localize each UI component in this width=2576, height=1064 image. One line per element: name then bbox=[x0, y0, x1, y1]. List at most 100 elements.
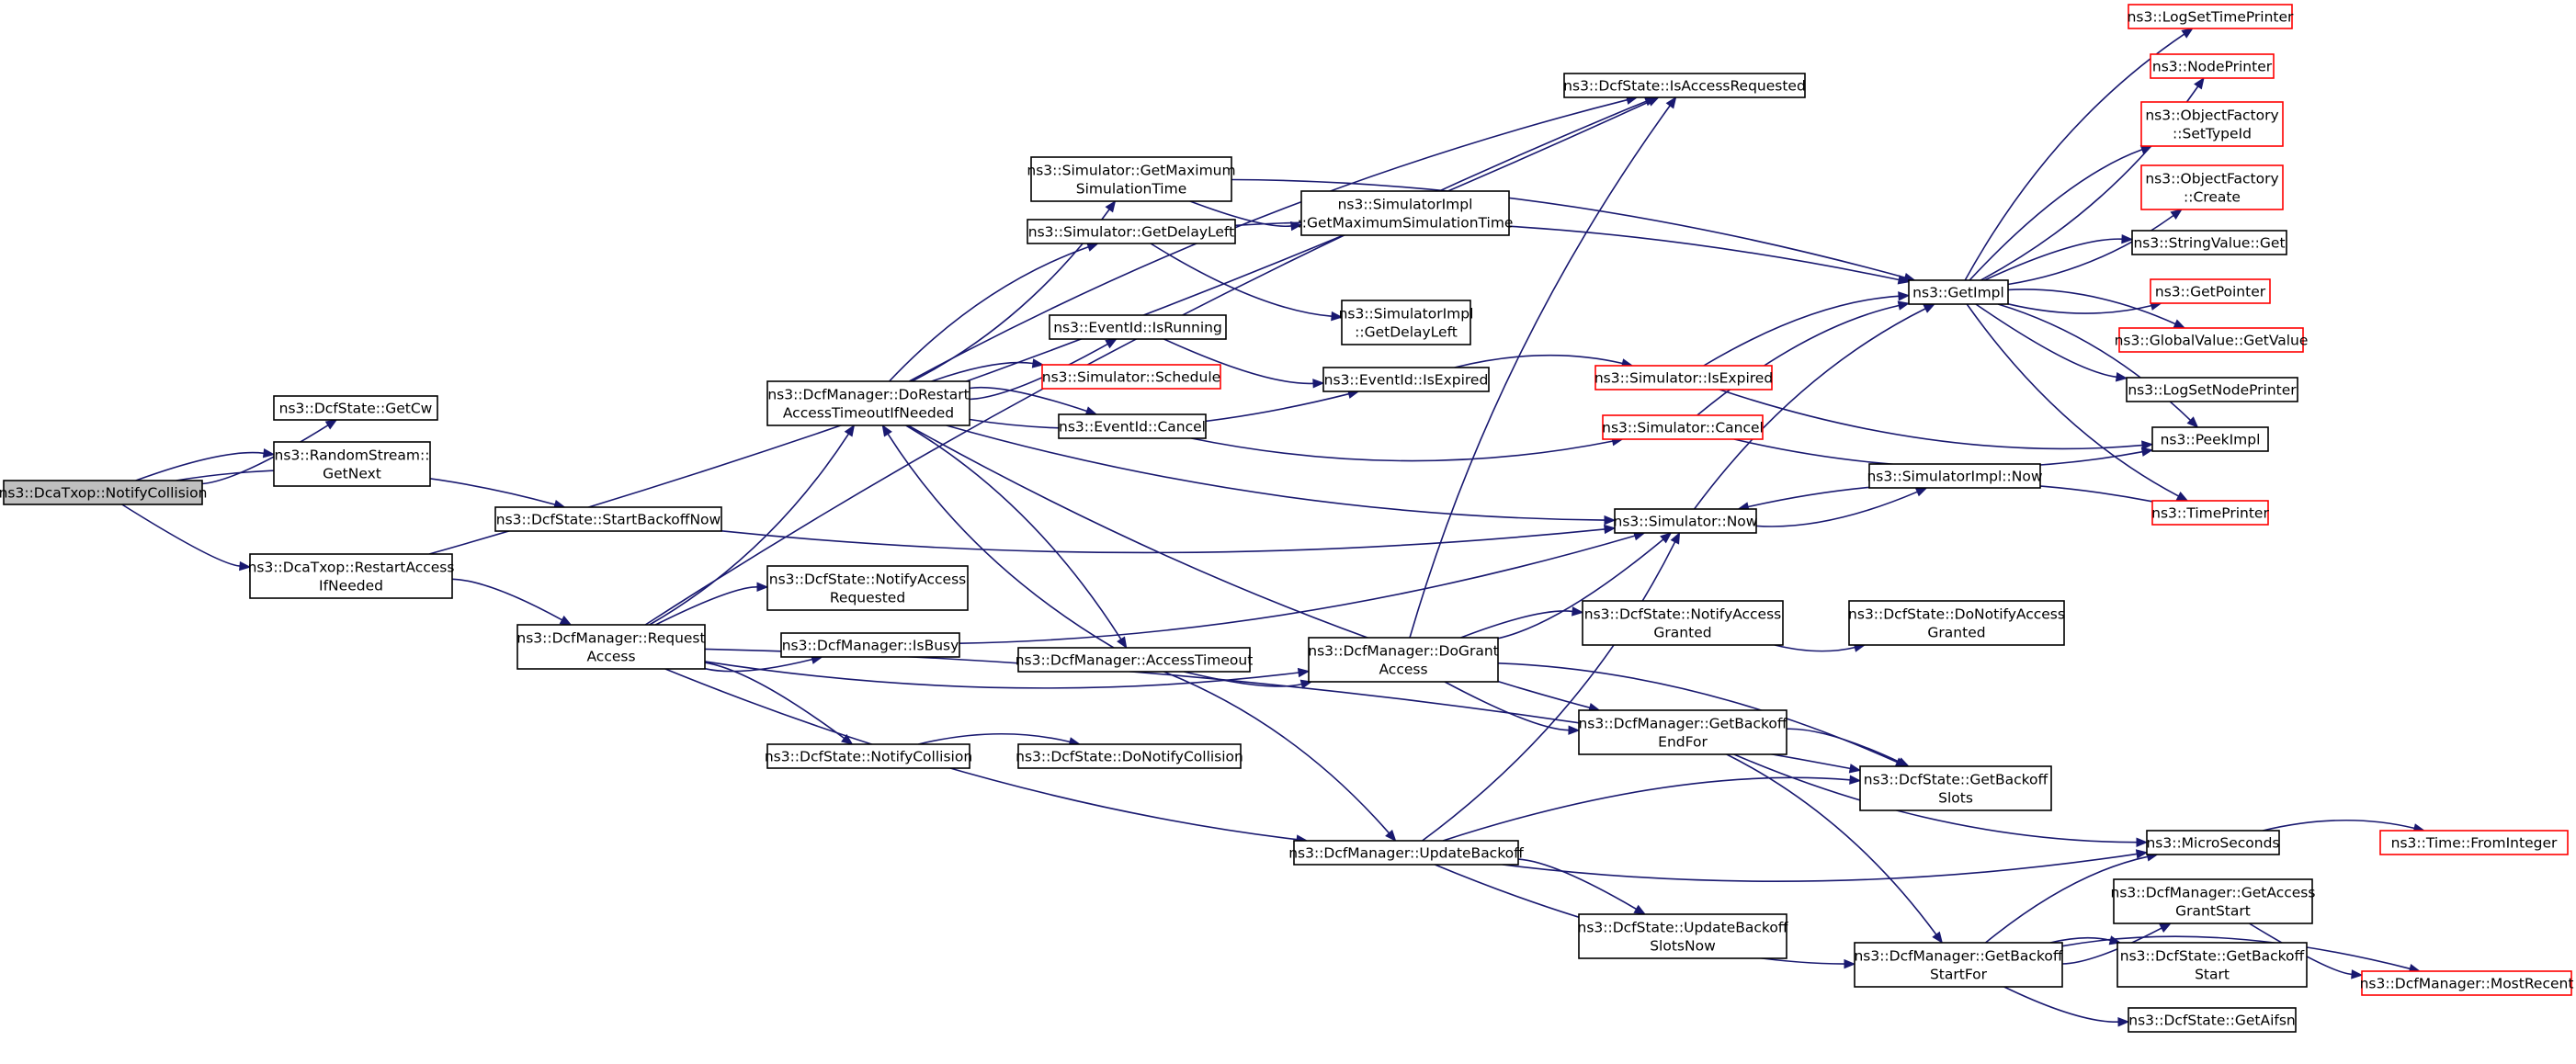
node-sim-getmax[interactable]: ns3::Simulator::GetMaximumSimulationTime bbox=[1027, 156, 1236, 202]
node-box bbox=[1017, 647, 1251, 673]
edge-eid-cancel-to-sim-cancel bbox=[1191, 436, 1624, 462]
node-nodeprinter[interactable]: ns3::NodePrinter bbox=[2150, 53, 2275, 79]
node-label: ns3::DcfState::GetAifsn bbox=[2128, 1013, 2295, 1029]
node-simimpl-now[interactable]: ns3::SimulatorImpl::Now bbox=[1867, 463, 2043, 489]
node-label: ns3::DcfState::NotifyCollision bbox=[765, 749, 972, 765]
edge-line bbox=[721, 528, 1606, 554]
node-label: ns3::Simulator::GetMaximum bbox=[1027, 163, 1235, 179]
node-stringvalue-get[interactable]: ns3::StringValue::Get bbox=[2131, 230, 2287, 255]
node-label: ns3::Simulator::Now bbox=[1614, 514, 1758, 530]
edge-getaccessgrantstart-to-mostrecent bbox=[2248, 923, 2364, 979]
node-sim-isexpired[interactable]: ns3::Simulator::IsExpired bbox=[1594, 365, 1773, 391]
node-startbackoff[interactable]: ns3::DcfState::StartBackoffNow bbox=[494, 506, 722, 532]
node-label: ns3::DcfManager::MostRecent bbox=[2360, 976, 2574, 992]
node-label: ns3::DcfState::GetCw bbox=[279, 401, 433, 417]
edge-line bbox=[1969, 149, 2143, 281]
node-label: ns3::LogSetNodePrinter bbox=[2128, 382, 2297, 399]
node-sim-cancel[interactable]: ns3::Simulator::Cancel bbox=[1602, 414, 1764, 440]
edge-line bbox=[2061, 935, 2411, 970]
edge-updatebackoff-to-microseconds bbox=[1502, 849, 2149, 883]
edge-line bbox=[889, 245, 1089, 382]
node-isaccessreq[interactable]: ns3::DcfState::IsAccessRequested bbox=[1563, 73, 1806, 98]
edge-line bbox=[2248, 923, 2353, 976]
node-sim-schedule[interactable]: ns3::Simulator::Schedule bbox=[1041, 364, 1221, 390]
edge-restart-to-reqaccess bbox=[451, 578, 573, 626]
node-logsetnodeprinter[interactable]: ns3::LogSetNodePrinter bbox=[2126, 377, 2298, 402]
arrowhead-icon bbox=[844, 424, 856, 437]
node-notify-collision[interactable]: ns3::DcfState::NotifyCollision bbox=[765, 743, 972, 769]
node-box bbox=[1049, 314, 1227, 340]
node-simimpl-getdelay[interactable]: ns3::SimulatorImpl::GetDelayLeft bbox=[1339, 300, 1474, 345]
node-sim-getdelay[interactable]: ns3::Simulator::GetDelayLeft bbox=[1027, 219, 1236, 244]
node-getimpl[interactable]: ns3::GetImpl bbox=[1908, 279, 2009, 305]
edge-isbusy-to-sim-now bbox=[959, 531, 1646, 644]
node-of-settypeid[interactable]: ns3::ObjectFactory::SetTypeId bbox=[2140, 101, 2284, 147]
arrowhead-icon bbox=[2170, 209, 2183, 220]
node-eid-cancel[interactable]: ns3::EventId::Cancel bbox=[1058, 413, 1207, 439]
node-box bbox=[2150, 53, 2275, 79]
node-dorestart[interactable]: ns3::DcfManager::DoRestartAccessTimeoutI… bbox=[766, 380, 970, 426]
edge-getimpl-to-of-settypeid bbox=[1969, 144, 2153, 281]
arrowhead-icon bbox=[1031, 358, 1045, 368]
node-dcf-getaifsn[interactable]: ns3::DcfState::GetAifsn bbox=[2128, 1007, 2297, 1033]
arrowhead-icon bbox=[1604, 524, 1617, 535]
node-eid-isrunning[interactable]: ns3::EventId::IsRunning bbox=[1049, 314, 1227, 340]
node-logsettimeprinter[interactable]: ns3::LogSetTimePrinter bbox=[2128, 4, 2294, 29]
node-timeprinter[interactable]: ns3::TimePrinter bbox=[2151, 500, 2269, 526]
node-box bbox=[1322, 367, 1490, 392]
node-accesstimeout[interactable]: ns3::DcfManager::AccessTimeout bbox=[1016, 647, 1254, 673]
node-label: ns3::DcfState::DoNotifyCollision bbox=[1016, 749, 1243, 765]
node-isbusy[interactable]: ns3::DcfManager::IsBusy bbox=[780, 632, 960, 658]
node-box bbox=[1868, 463, 2041, 489]
edge-sim-isexpired-to-peekimpl bbox=[1719, 389, 2154, 450]
edge-root-to-rs-getnext bbox=[135, 448, 276, 481]
node-eid-isexpired[interactable]: ns3::EventId::IsExpired bbox=[1322, 367, 1490, 392]
node-label: ns3::DcfManager::DoGrant bbox=[1308, 643, 1498, 660]
arrowhead-icon bbox=[2159, 923, 2173, 933]
node-getpointer[interactable]: ns3::GetPointer bbox=[2150, 278, 2271, 304]
node-mostrecent[interactable]: ns3::DcfManager::MostRecent bbox=[2360, 970, 2574, 996]
node-dcf-getcw[interactable]: ns3::DcfState::GetCw bbox=[273, 395, 438, 421]
edge-line bbox=[887, 433, 1115, 649]
node-of-create[interactable]: ns3::ObjectFactory::Create bbox=[2140, 164, 2284, 210]
node-updatebackoff[interactable]: ns3::DcfManager::UpdateBackoff bbox=[1288, 840, 1524, 866]
node-sim-now[interactable]: ns3::Simulator::Now bbox=[1614, 508, 1758, 534]
node-box bbox=[2379, 830, 2569, 855]
node-peekimpl[interactable]: ns3::PeekImpl bbox=[2151, 426, 2269, 452]
node-label: ns3::Simulator::GetDelayLeft bbox=[1028, 224, 1234, 241]
edge-line bbox=[1163, 671, 1390, 834]
node-box bbox=[249, 553, 453, 599]
node-do-notify-collision[interactable]: ns3::DcfState::DoNotifyCollision bbox=[1016, 743, 1243, 769]
edge-reqaccess-to-isbusy bbox=[704, 654, 823, 673]
node-label: ns3::StringValue::Get bbox=[2133, 235, 2285, 252]
node-time-frominteger[interactable]: ns3::Time::FromInteger bbox=[2379, 830, 2569, 855]
arrowhead-icon bbox=[2194, 76, 2205, 90]
edge-line bbox=[1460, 610, 1573, 639]
node-label: ns3::DcfManager::DoRestart bbox=[767, 387, 969, 403]
arrowhead-icon bbox=[559, 615, 573, 626]
node-simimpl-getmax[interactable]: ns3::SimulatorImpl::GetMaximumSimulation… bbox=[1298, 190, 1514, 236]
node-label: ::GetMaximumSimulationTime bbox=[1298, 215, 1514, 232]
node-box bbox=[1300, 190, 1510, 236]
node-microseconds[interactable]: ns3::MicroSeconds bbox=[2146, 830, 2280, 855]
edge-accesstimeout-to-updatebackoff bbox=[1163, 671, 1397, 842]
node-box bbox=[2116, 942, 2308, 988]
node-rs-getnext[interactable]: ns3::RandomStream::GetNext bbox=[273, 441, 431, 487]
node-box bbox=[2128, 4, 2293, 29]
node-root[interactable]: ns3::DcaTxop::NotifyCollision bbox=[0, 480, 207, 505]
node-globalvalue-getvalue[interactable]: ns3::GlobalValue::GetValue bbox=[2115, 327, 2309, 353]
edge-line bbox=[1984, 855, 2149, 944]
arrowhead-icon bbox=[1297, 667, 1311, 678]
